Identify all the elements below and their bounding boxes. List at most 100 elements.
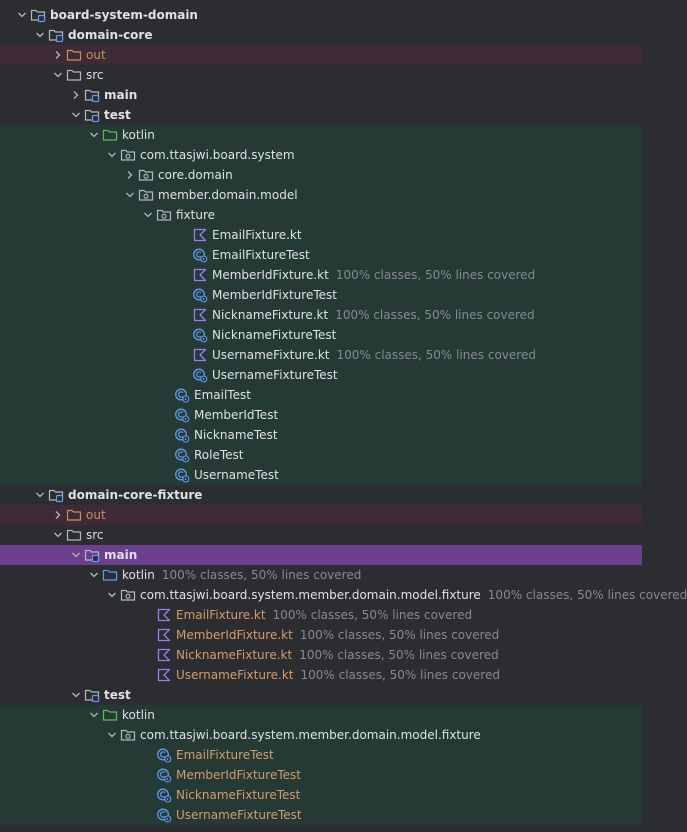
tree-row[interactable]: EmailFixtureTest — [0, 245, 642, 265]
test-root-folder-icon — [102, 127, 118, 143]
tree-row[interactable]: MemberIdFixtureTest — [0, 765, 642, 785]
chevron-down-icon[interactable] — [104, 727, 120, 743]
chevron-placeholder — [140, 787, 156, 803]
tree-row[interactable]: com.ttasjwi.board.system — [0, 145, 642, 165]
tree-row[interactable]: out — [0, 505, 642, 525]
tree-row[interactable]: NicknameFixtureTest — [0, 785, 642, 805]
test-class-icon — [192, 287, 208, 303]
tree-row[interactable]: test — [0, 685, 642, 705]
module-folder-icon — [30, 7, 46, 23]
tree-item-label: kotlin — [122, 128, 155, 142]
chevron-placeholder — [158, 447, 174, 463]
chevron-down-icon[interactable] — [68, 687, 84, 703]
tree-row[interactable]: domain-core — [0, 25, 642, 45]
chevron-down-icon[interactable] — [14, 7, 30, 23]
package-icon — [138, 187, 154, 203]
chevron-down-icon[interactable] — [86, 127, 102, 143]
chevron-down-icon[interactable] — [86, 567, 102, 583]
tree-row[interactable]: out — [0, 45, 642, 65]
tree-item-label: MemberIdTest — [194, 408, 279, 422]
chevron-down-icon[interactable] — [86, 707, 102, 723]
chevron-down-icon[interactable] — [50, 67, 66, 83]
chevron-placeholder — [176, 287, 192, 303]
excluded-folder-icon — [66, 47, 82, 63]
package-icon — [120, 587, 136, 603]
tree-row[interactable]: UsernameTest — [0, 465, 642, 485]
kotlin-file-icon — [192, 227, 208, 243]
chevron-placeholder — [140, 607, 156, 623]
tree-row[interactable]: RoleTest — [0, 445, 642, 465]
chevron-placeholder — [140, 647, 156, 663]
tree-item-label: member.domain.model — [158, 188, 298, 202]
coverage-label: 100% classes, 50% lines covered — [300, 668, 500, 682]
tree-item-label: MemberIdFixture.kt — [212, 268, 329, 282]
tree-item-label: EmailFixtureTest — [176, 748, 274, 762]
chevron-placeholder — [176, 327, 192, 343]
chevron-down-icon[interactable] — [104, 147, 120, 163]
tree-item-label: EmailTest — [194, 388, 251, 402]
tree-row[interactable]: kotlin — [0, 705, 642, 725]
tree-item-label: NicknameFixture.kt — [212, 308, 329, 322]
chevron-down-icon[interactable] — [32, 27, 48, 43]
tree-item-label: UsernameFixtureTest — [176, 808, 302, 822]
tree-row[interactable]: EmailFixture.kt — [0, 225, 642, 245]
chevron-placeholder — [176, 347, 192, 363]
tree-row[interactable]: kotlin — [0, 125, 642, 145]
coverage-label: 100% classes, 50% lines covered — [299, 648, 499, 662]
tree-row[interactable]: test — [0, 105, 642, 125]
folder-icon — [66, 67, 82, 83]
tree-row[interactable]: MemberIdFixtureTest — [0, 285, 642, 305]
tree-row[interactable]: EmailFixtureTest — [0, 745, 642, 765]
package-icon — [120, 147, 136, 163]
tree-row[interactable]: domain-core-fixture — [0, 485, 642, 505]
tree-row[interactable]: board-system-domain — [0, 5, 642, 25]
tree-row[interactable]: src — [0, 65, 642, 85]
tree-row[interactable]: UsernameFixtureTest — [0, 365, 642, 385]
tree-item-label: domain-core — [68, 28, 153, 42]
tree-row[interactable]: NicknameFixtureTest — [0, 325, 642, 345]
tree-item-label: test — [104, 688, 131, 702]
chevron-down-icon[interactable] — [50, 527, 66, 543]
tree-row[interactable]: fixture — [0, 205, 642, 225]
tree-item-label: com.ttasjwi.board.system.member.domain.m… — [140, 728, 481, 742]
chevron-right-icon[interactable] — [122, 167, 138, 183]
chevron-down-icon[interactable] — [140, 207, 156, 223]
tree-row[interactable]: UsernameFixtureTest — [0, 805, 642, 825]
tree-item-label: NicknameTest — [194, 428, 278, 442]
tree-row[interactable]: MemberIdTest — [0, 405, 642, 425]
chevron-down-icon[interactable] — [32, 487, 48, 503]
tree-item-label: MemberIdFixture.kt — [176, 628, 293, 642]
test-class-icon — [156, 807, 172, 823]
tree-row[interactable]: EmailTest — [0, 385, 642, 405]
chevron-placeholder — [158, 467, 174, 483]
chevron-right-icon[interactable] — [50, 507, 66, 523]
tree-row[interactable]: NicknameTest — [0, 425, 642, 445]
tree-row[interactable]: main — [0, 545, 642, 565]
tree-row[interactable]: main — [0, 85, 642, 105]
tree-row[interactable]: com.ttasjwi.board.system.member.domain.m… — [0, 585, 687, 605]
kotlin-file-icon — [192, 347, 208, 363]
chevron-right-icon[interactable] — [50, 47, 66, 63]
module-folder-icon — [84, 687, 100, 703]
module-folder-icon — [48, 487, 64, 503]
chevron-down-icon[interactable] — [104, 587, 120, 603]
chevron-down-icon[interactable] — [122, 187, 138, 203]
package-icon — [156, 207, 172, 223]
tree-row[interactable]: core.domain — [0, 165, 642, 185]
tree-row[interactable]: src — [0, 525, 642, 545]
tree-row[interactable]: com.ttasjwi.board.system.member.domain.m… — [0, 725, 642, 745]
chevron-right-icon[interactable] — [68, 87, 84, 103]
chevron-placeholder — [140, 767, 156, 783]
chevron-down-icon[interactable] — [68, 547, 84, 563]
tree-row[interactable]: member.domain.model — [0, 185, 642, 205]
chevron-down-icon[interactable] — [68, 107, 84, 123]
